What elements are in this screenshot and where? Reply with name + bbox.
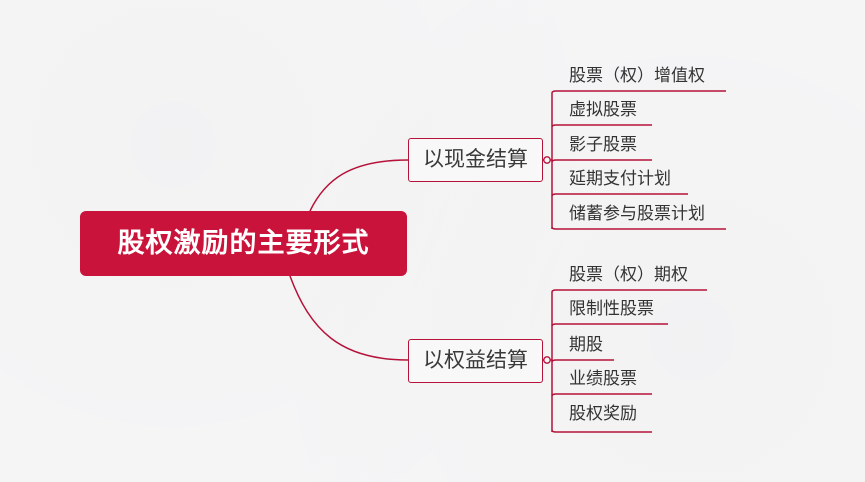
leaf-underline-cash-2 [551, 124, 652, 128]
branch-cash-settlement[interactable]: 以现金结算 [408, 138, 543, 182]
connector-cash-node [543, 156, 551, 164]
leaf-cash-4[interactable]: 延期支付计划 [569, 169, 671, 189]
leaf-underline-cash-1 [551, 90, 726, 94]
leaf-cash-3[interactable]: 影子股票 [569, 135, 637, 155]
leaf-equity-4[interactable]: 业绩股票 [569, 369, 637, 389]
leaf-underline-cash-5 [551, 226, 726, 230]
leaf-equity-2[interactable]: 限制性股票 [569, 299, 654, 319]
leaf-cash-1[interactable]: 股票（权）增值权 [569, 66, 705, 86]
leaf-cash-2[interactable]: 虚拟股票 [569, 100, 637, 120]
leaf-cash-5[interactable]: 储蓄参与股票计划 [569, 204, 705, 224]
connector-root-to-equity [289, 275, 409, 361]
leaf-underline-equity-2 [551, 323, 668, 327]
branch-equity-settlement[interactable]: 以权益结算 [408, 339, 543, 383]
leaf-equity-1[interactable]: 股票（权）期权 [569, 265, 688, 285]
leaf-equity-3[interactable]: 期股 [569, 335, 603, 355]
leaf-underline-cash-3 [551, 159, 652, 163]
leaf-underline-cash-4 [551, 193, 688, 197]
connector-root-to-cash [309, 159, 409, 212]
leaf-underline-equity-4 [551, 393, 652, 397]
leaf-underline-equity-3 [551, 359, 614, 363]
connector-equity-node [543, 356, 551, 364]
leaf-underline-equity-5 [551, 429, 652, 433]
root-topic[interactable]: 股权激励的主要形式 [80, 211, 407, 276]
leaf-underline-equity-1 [551, 289, 707, 293]
leaf-equity-5[interactable]: 股权奖励 [569, 404, 637, 424]
